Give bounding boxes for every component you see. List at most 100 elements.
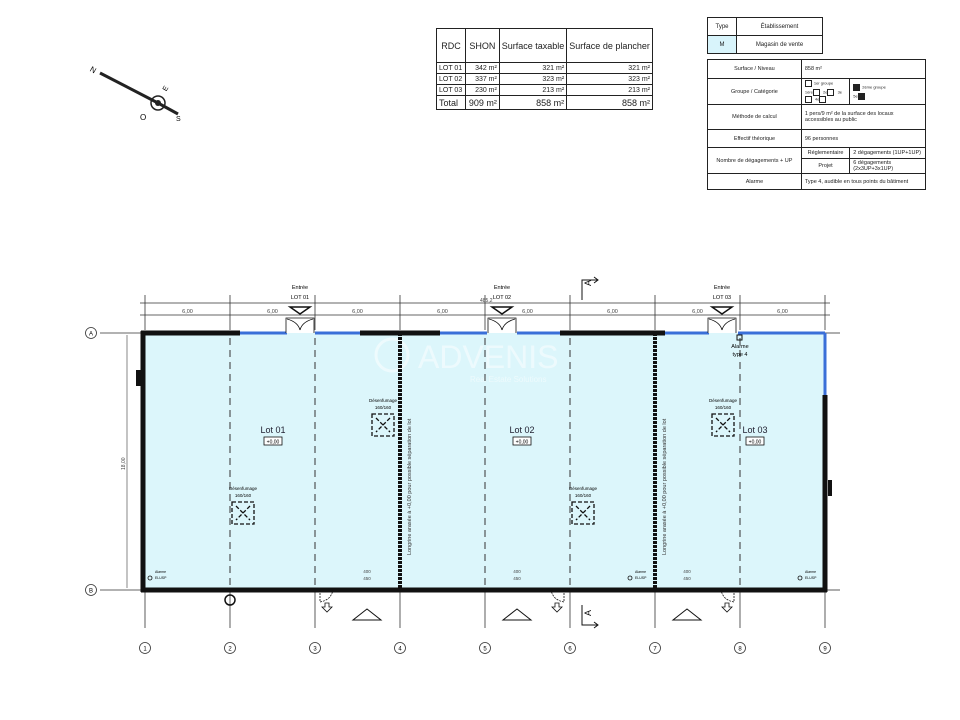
axis-bubble (139, 642, 151, 654)
surface-table: RDC SHON Surface taxable Surface de plan… (436, 28, 653, 110)
section-label: A (583, 610, 593, 616)
groupe1: 1er groupe (813, 80, 834, 86)
loading-door-icon (501, 608, 533, 621)
dimension-label: 6,00 (522, 309, 533, 315)
compass-icon: N E S O (88, 65, 181, 123)
section-label: A (583, 280, 593, 286)
alarm-small-code: ELUSP (805, 576, 817, 580)
type-code-value: Magasin de vente (736, 35, 823, 54)
axis-bubble (564, 642, 576, 654)
dimension-label: 6,00 (352, 309, 363, 315)
lot-level: +0,00 (267, 440, 280, 446)
lot-name: Lot 02 (509, 425, 534, 435)
axis-label: 9 (823, 647, 827, 653)
smoke-size: 160/160 (715, 405, 732, 410)
cell: 858 m² (498, 95, 568, 110)
axis-label: 1 (143, 647, 147, 653)
axis-label: B (89, 589, 93, 595)
value: 1 pers/9 m² de la surface des locaux acc… (800, 104, 927, 130)
smoke-size: 160/160 (575, 493, 592, 498)
cat: 1ère (804, 89, 813, 95)
level-box (512, 436, 532, 446)
entrance-label: Entrée (292, 285, 308, 291)
double-door-icon (285, 317, 315, 333)
label: Groupe / Catégorie (707, 78, 802, 105)
axis-label: 3 (313, 647, 317, 653)
axis-bubble (819, 642, 831, 654)
axis-label: 5 (483, 647, 487, 653)
axis-label: 6 (568, 647, 572, 653)
entrance-label: Entrée (494, 285, 510, 291)
value: Type 4, audible en tous points du bâtime… (800, 173, 927, 190)
entrance-arrow-icon (287, 306, 313, 315)
cell: Total (436, 95, 466, 110)
cell: 858 m² (566, 95, 653, 110)
checkbox-icon (819, 96, 827, 103)
watermark-brand: ADVENIS (418, 339, 558, 375)
alarm-small-label: Alarme (155, 570, 166, 574)
axis-bubble (394, 642, 406, 654)
entrance-lot: LOT 03 (713, 295, 731, 301)
dimension-label: 6,00 (692, 309, 703, 315)
dimension-label: 6,00 (777, 309, 788, 315)
dimension-label: 6,00 (437, 309, 448, 315)
alarm-small-code: ELUSP (635, 576, 647, 580)
watermark-tagline: Real Estate Solutions (470, 375, 547, 384)
axis-bubble (309, 642, 321, 654)
west-label: O (140, 113, 146, 122)
door-dim: 400 (363, 569, 371, 574)
groupe2: 2ème groupe (862, 84, 886, 90)
door-dim: 400 (513, 569, 521, 574)
north-label: N (88, 65, 98, 76)
longrine-note: Longrine arasée à +0,00 pour possible sé… (662, 418, 668, 555)
lot-level: +0,00 (749, 440, 762, 446)
smoke-label: Désenfumage (569, 486, 598, 491)
column-icon (224, 594, 236, 606)
axis-bubble (85, 327, 97, 339)
dimension-label: 6,00 (607, 309, 618, 315)
alarm-marker: Alarme type 4 (731, 334, 749, 358)
lot-name: Lot 01 (260, 425, 285, 435)
alarm-small-label: Alarme (635, 570, 646, 574)
exit-arrow-icon (721, 602, 733, 613)
cat: 3e (837, 89, 843, 95)
alarm-type: type 4 (733, 352, 748, 358)
alarm-icon (797, 575, 803, 581)
axis-bubble (224, 642, 236, 654)
axis-bubble (85, 584, 97, 596)
section-marker-top: A (581, 276, 599, 300)
building-floor (143, 333, 825, 590)
smoke-vent-icon (571, 501, 595, 525)
checkbox-icon (804, 80, 812, 87)
section-marker-bottom: A (581, 605, 599, 629)
axis-label: 4 (398, 647, 402, 653)
alarm-label: Alarme (731, 344, 748, 350)
lot-level: +0,00 (516, 440, 529, 446)
lot-name: Lot 03 (742, 425, 767, 435)
col-header: RDC (436, 28, 466, 63)
smoke-vent-icon (231, 501, 255, 525)
door-dim: 450 (513, 576, 521, 581)
longrine-note: Longrine arasée à +0,00 pour possible sé… (407, 418, 413, 555)
entrance-lot: LOT 01 (291, 295, 309, 301)
exit-arrow-icon (551, 602, 563, 613)
height-dimension: 18,00 (121, 457, 127, 470)
level-note: 485,2 (480, 298, 493, 304)
label: Nombre de dégagements + UP (707, 147, 802, 174)
axis-label: A (89, 332, 93, 338)
cat: 4e (814, 96, 820, 102)
checkbox-checked-icon (853, 83, 861, 91)
exit-door-swing-icon (720, 589, 735, 603)
level-box (263, 436, 283, 446)
axis-bubble (734, 642, 746, 654)
level-box (745, 436, 765, 446)
cell: 909 m² (464, 95, 500, 110)
smoke-vent-icon (711, 413, 735, 437)
smoke-label: Désenfumage (709, 398, 738, 403)
south-label: S (176, 116, 181, 123)
